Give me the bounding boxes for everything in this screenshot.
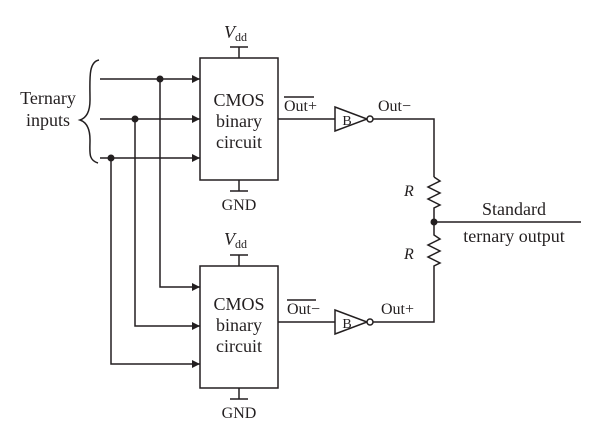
lower-resistor-label: R [403,246,414,263]
upper-gnd-label: GND [222,197,257,214]
input-wires-lower [110,79,200,368]
lower-gnd-terminal: GND [222,388,257,422]
upper-resistor: R [403,176,442,222]
svg-text:Vdd: Vdd [224,229,247,251]
upper-cmos-block: CMOS binary circuit [199,57,279,181]
inputs-label-line2: inputs [26,110,70,130]
lower-gnd-label: GND [222,405,257,422]
upper-vdd-sub: dd [235,30,247,44]
output-label-line2: ternary output [463,226,564,246]
input-brace [77,59,100,164]
lower-block-line2: binary [216,315,262,335]
upper-vdd-terminal: Vdd [224,22,248,58]
lower-vdd-main: V [224,229,237,249]
lower-cmos-block: CMOS binary circuit [199,265,279,389]
lower-block-line1: CMOS [213,294,264,314]
upper-gnd-terminal: GND [222,180,257,214]
upper-buffer-label: B [342,114,351,129]
upper-block-line2: binary [216,111,262,131]
upper-block-line1: CMOS [213,90,264,110]
lower-buffer-output-label: Out+ [381,301,414,318]
lower-vdd-terminal: Vdd [224,229,248,266]
output-label-line1: Standard [482,199,546,219]
lower-buffer: B [334,308,374,336]
upper-buffer: B [334,105,374,133]
lower-buffer-label: B [342,317,351,332]
svg-text:Vdd: Vdd [224,22,247,44]
input-wires-upper [100,75,200,162]
upper-block-line3: circuit [216,132,262,152]
lower-vdd-sub: dd [235,237,247,251]
lower-block-line3: circuit [216,336,262,356]
upper-vdd-main: V [224,22,237,42]
upper-resistor-label: R [403,183,414,200]
upper-buffer-output-label: Out− [378,98,411,115]
inputs-label-line1: Ternary [20,88,76,108]
upper-output-label: Out+ [284,98,317,115]
lower-resistor: R [373,222,442,323]
lower-output-label: Out− [287,301,320,318]
